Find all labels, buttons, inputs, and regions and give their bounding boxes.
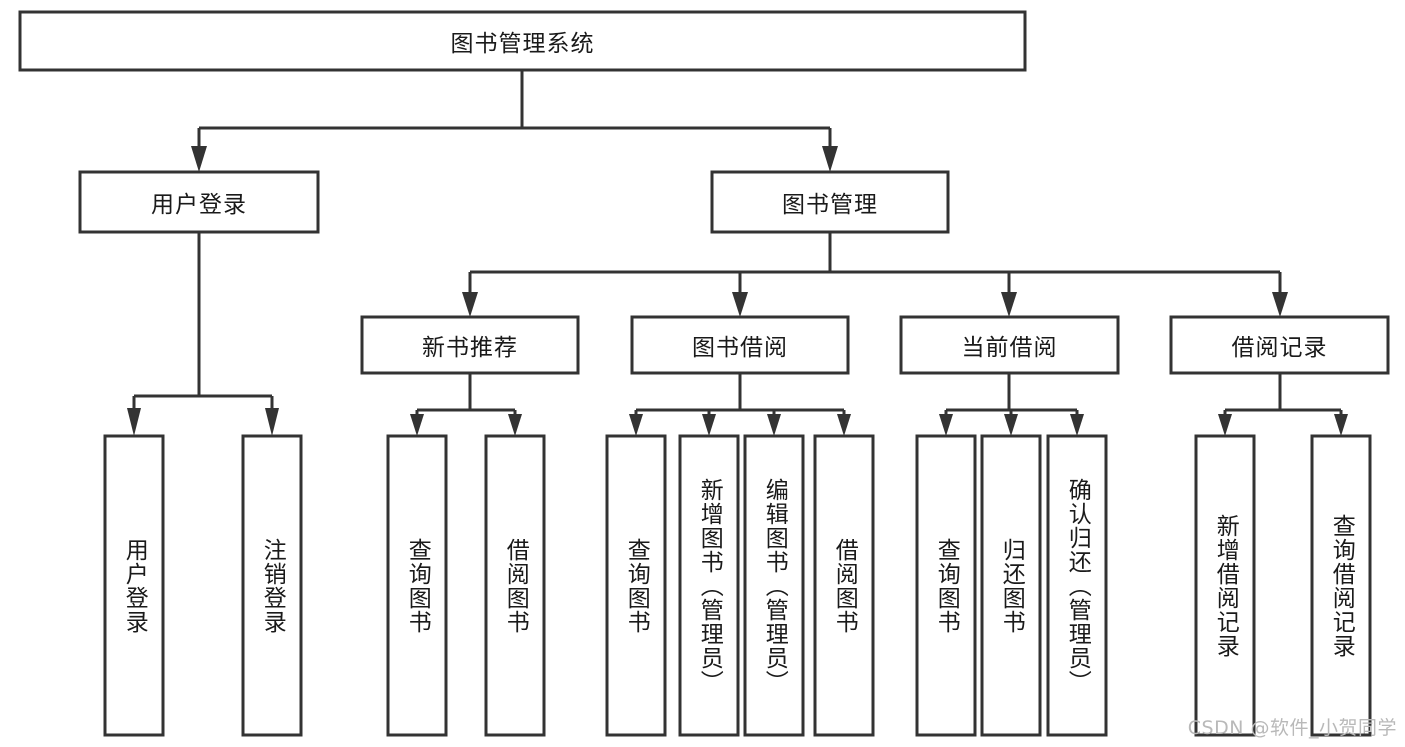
leaf-box-10[interactable] [1046, 434, 1108, 737]
leaf-box-6[interactable] [743, 434, 805, 737]
connector-group-book-borrow [629, 373, 851, 436]
leaf-box-3[interactable] [484, 434, 546, 737]
arrow-head-nbr-leaf-1 [410, 414, 424, 436]
arrow-head-bb-leaf-1 [629, 414, 643, 436]
node-box-book-borrow[interactable] [630, 315, 850, 375]
leaf-box-0[interactable] [103, 434, 165, 737]
leaf-box-9[interactable] [980, 434, 1042, 737]
arrow-head-bb-leaf-3 [767, 414, 781, 436]
connector-group-new-book-rec [410, 373, 522, 436]
arrow-head-bb-leaf-4 [837, 414, 851, 436]
arrow-head-br-leaf-2 [1334, 414, 1348, 436]
arrow-head-to-current-borrow [1001, 292, 1017, 317]
leaf-box-1[interactable] [241, 434, 303, 737]
arrow-head-to-new-book-rec [462, 292, 478, 317]
arrow-head-user-leaf-1 [127, 408, 141, 436]
node-box-book-manage[interactable] [710, 170, 950, 234]
connector-group-current-borrow [939, 373, 1084, 436]
arrow-head-nbr-leaf-2 [508, 414, 522, 436]
leaf-box-5[interactable] [678, 434, 740, 737]
node-box-current-borrow[interactable] [899, 315, 1120, 375]
node-box-root[interactable] [18, 10, 1027, 72]
connector-group-borrow-record [1218, 373, 1348, 436]
leaf-box-2[interactable] [386, 434, 448, 737]
connector-group-user-login [127, 232, 279, 436]
arrow-head-bb-leaf-2 [702, 414, 716, 436]
leaf-box-8[interactable] [915, 434, 977, 737]
arrow-head-to-borrow-record [1272, 292, 1288, 317]
leaf-box-12[interactable] [1310, 434, 1372, 737]
node-box-borrow-record[interactable] [1169, 315, 1390, 375]
arrow-head-to-user-login [191, 146, 207, 172]
arrow-head-br-leaf-1 [1218, 414, 1232, 436]
node-box-user-login[interactable] [78, 170, 320, 234]
arrow-head-user-leaf-2 [265, 408, 279, 436]
arrow-head-cb-leaf-1 [939, 414, 953, 436]
arrow-head-cb-leaf-3 [1070, 414, 1084, 436]
arrow-head-to-book-manage [822, 146, 838, 172]
arrow-head-cb-leaf-2 [1004, 414, 1018, 436]
connector-group-book-manage [462, 232, 1288, 317]
leaf-box-11[interactable] [1194, 434, 1256, 737]
connector-group-root [191, 70, 838, 172]
arrow-head-to-book-borrow [732, 292, 748, 317]
leaf-box-7[interactable] [813, 434, 875, 737]
leaf-box-4[interactable] [605, 434, 667, 737]
csdn-watermark: CSDN @软件_小贺同学 [1187, 717, 1397, 739]
node-box-new-book-recommend[interactable] [360, 315, 580, 375]
